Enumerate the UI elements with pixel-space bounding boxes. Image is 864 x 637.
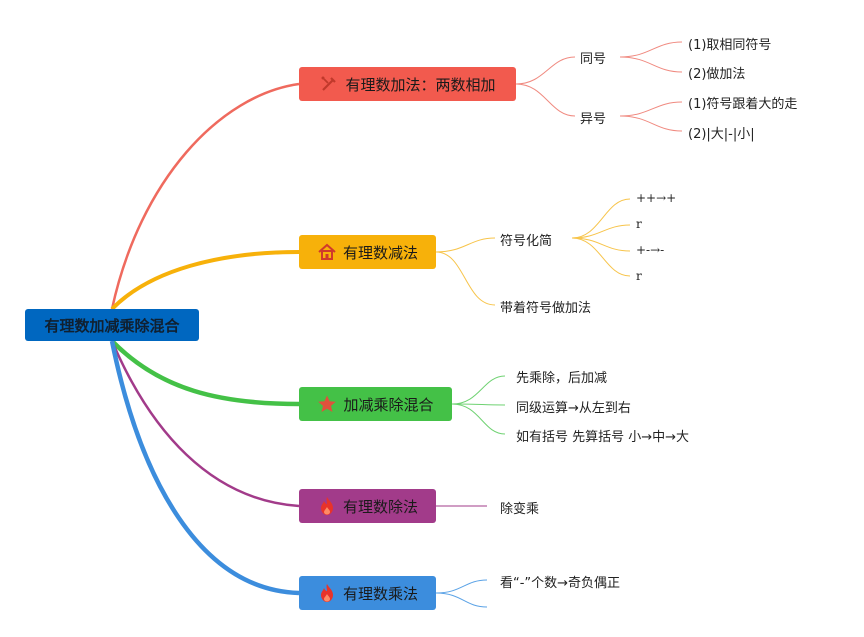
list-item[interactable]: 如有括号 先算括号 小→中→大 — [516, 430, 690, 445]
link-diff-1 — [619, 101, 683, 117]
link-simplify-1 — [571, 198, 631, 239]
link-same-1 — [619, 41, 683, 58]
branch-mixed[interactable]: 加减乘除混合 — [299, 387, 452, 421]
link-simplify-4 — [571, 237, 631, 277]
link-diff-2 — [619, 115, 683, 132]
link-root-mixed — [110, 339, 300, 407]
list-item[interactable]: 同级运算→从左到右 — [516, 401, 631, 416]
list-item[interactable]: (1)取相同符号 — [688, 38, 772, 53]
branch-multiplication[interactable]: 有理数乘法 — [299, 576, 436, 610]
link-addition-same — [515, 56, 576, 85]
tools-icon — [319, 74, 339, 94]
link-sub-withsign — [435, 251, 496, 306]
link-simplify-2 — [571, 224, 631, 239]
branch-subtraction[interactable]: 有理数减法 — [299, 235, 436, 269]
branch-addition[interactable]: 有理数加法：两数相加 — [299, 67, 516, 101]
link-root-subtraction — [110, 250, 300, 311]
link-mixed-2 — [451, 403, 506, 406]
root-label: 有理数加减乘除混合 — [44, 316, 180, 335]
list-item[interactable]: +-→- — [636, 243, 665, 257]
fire-icon — [317, 496, 337, 516]
link-mult-1 — [435, 579, 488, 594]
link-root-division — [110, 340, 300, 508]
root-node[interactable]: 有理数加减乘除混合 — [25, 309, 199, 341]
link-mixed-3 — [451, 403, 506, 435]
home-icon — [317, 242, 337, 262]
fire-icon — [317, 583, 337, 603]
branch-division-label: 有理数除法 — [342, 497, 418, 516]
link-mult-2 — [435, 592, 488, 608]
branch-subtraction-label: 有理数减法 — [342, 243, 418, 262]
list-item[interactable]: ++→+ — [636, 191, 677, 205]
branch-mixed-label: 加减乘除混合 — [343, 395, 434, 414]
link-same-2 — [619, 56, 683, 73]
list-item[interactable]: 先乘除，后加减 — [516, 371, 608, 386]
branch-multiplication-label: 有理数乘法 — [342, 584, 418, 603]
branch-division[interactable]: 有理数除法 — [299, 489, 436, 523]
list-item[interactable]: r — [636, 269, 642, 283]
list-item[interactable]: (2)|大|-|小| — [688, 127, 755, 142]
list-item[interactable]: r — [636, 217, 642, 231]
link-sub-simplify — [435, 237, 496, 253]
topic-same-sign[interactable]: 同号 — [580, 52, 607, 67]
link-simplify-3 — [571, 237, 631, 252]
list-item[interactable]: 除变乘 — [500, 502, 540, 517]
topic-with-sign[interactable]: 带着符号做加法 — [500, 301, 592, 316]
branch-addition-label: 有理数加法：两数相加 — [345, 75, 496, 94]
star-icon — [317, 394, 337, 414]
link-addition-diff — [515, 83, 576, 117]
list-item[interactable]: 看“-”个数→奇负偶正 — [500, 576, 621, 591]
link-mixed-1 — [451, 375, 506, 405]
list-item[interactable]: (2)做加法 — [688, 67, 746, 82]
link-root-addition — [110, 82, 300, 310]
list-item[interactable]: (1)符号跟着大的走 — [688, 97, 798, 112]
topic-diff-sign[interactable]: 异号 — [580, 112, 607, 127]
topic-simplify[interactable]: 符号化简 — [500, 234, 553, 249]
link-root-multiplication — [109, 340, 300, 596]
